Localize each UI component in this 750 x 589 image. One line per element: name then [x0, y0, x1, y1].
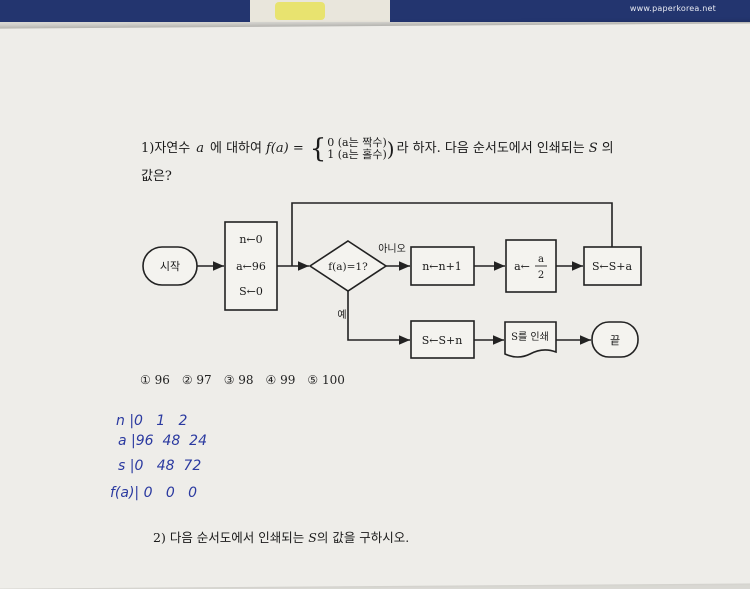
q1-line2: 값은? [141, 169, 172, 184]
init-line-s: S←0 [239, 285, 263, 298]
q2-text: 다음 순서도에서 인쇄되는 [169, 530, 305, 545]
banner-url: www.paperkorea.net [629, 4, 716, 13]
question-2: 2) 다음 순서도에서 인쇄되는 S의 값을 구하시오. [153, 527, 409, 546]
step-a-numerator: a [538, 254, 544, 265]
end-terminal [591, 321, 639, 358]
q1-cases: { 0 (a는 짝수) 1 (a는 홀수) ) [309, 134, 395, 164]
q2-var-s: S [308, 530, 317, 545]
step-a-left: a← [514, 260, 530, 273]
step-n-label: n←n+1 [422, 260, 462, 273]
handwriting-f-row: f(a)| 0 0 0 [110, 485, 198, 501]
handwriting-a-row: a |96 48 24 [118, 433, 207, 449]
choice-1[interactable]: ① 96 [140, 373, 170, 387]
q1-text-c: 라 하자. 다음 순서도에서 인쇄되는 [396, 141, 585, 156]
highlight-mark [275, 2, 325, 20]
choice-2[interactable]: ② 97 [181, 373, 212, 387]
step-final-box [410, 320, 475, 359]
print-label: S를 인쇄 [511, 331, 549, 343]
question-1: 1) 자연수 a 에 대하여 f(a) = { 0 (a는 짝수) 1 (a는 … [141, 134, 614, 189]
q1-text-a: 자연수 [154, 141, 191, 156]
step-n-box [410, 246, 475, 286]
no-label: 아니오 [378, 243, 406, 255]
step-s-box [583, 246, 642, 286]
q1-case-even: 0 (a는 짝수) [327, 136, 387, 149]
start-label: 시작 [160, 260, 180, 273]
step-s-label: S←S+a [592, 260, 633, 273]
q1-function: f(a) = [265, 141, 304, 156]
init-line-n: n←0 [239, 233, 262, 246]
choice-3[interactable]: ③ 98 [223, 373, 254, 387]
yes-label: 예 [337, 309, 346, 321]
step-final-label: S←S+n [422, 334, 463, 347]
top-banner: www.paperkorea.net [0, 0, 750, 22]
brace-icon: { [309, 134, 327, 164]
q1-text-b: 에 대하여 [210, 141, 262, 156]
step-a-box [505, 239, 557, 293]
step-a-denominator: 2 [538, 270, 544, 281]
print-box [504, 321, 557, 358]
decision-label: f(a)=1? [328, 261, 368, 273]
init-box [224, 221, 278, 311]
q2-text-end: 의 값을 구하시오. [316, 530, 410, 545]
handwriting-s-row: s |0 48 72 [118, 458, 202, 474]
choice-5[interactable]: ⑤ 100 [307, 373, 345, 387]
q1-case-odd: 1 (a는 홀수) [327, 148, 387, 161]
handwriting-n-row: n |0 1 2 [116, 413, 188, 429]
end-label: 끝 [610, 334, 620, 347]
q1-var-a: a [196, 141, 204, 156]
q2-number: 2) [153, 530, 166, 545]
q1-text-d: 의 [601, 141, 614, 156]
flowchart: 시작 n←0 a←96 S←0 f(a)=1? 아니오 예 n←n+1 a← a… [142, 202, 642, 359]
q1-number: 1) [141, 141, 155, 156]
q1-var-s: S [588, 141, 598, 156]
choice-4[interactable]: ④ 99 [265, 373, 296, 387]
answer-choices: ① 96 ② 97 ③ 98 ④ 99 ⑤ 100 [140, 373, 345, 387]
init-line-a: a←96 [236, 260, 266, 273]
